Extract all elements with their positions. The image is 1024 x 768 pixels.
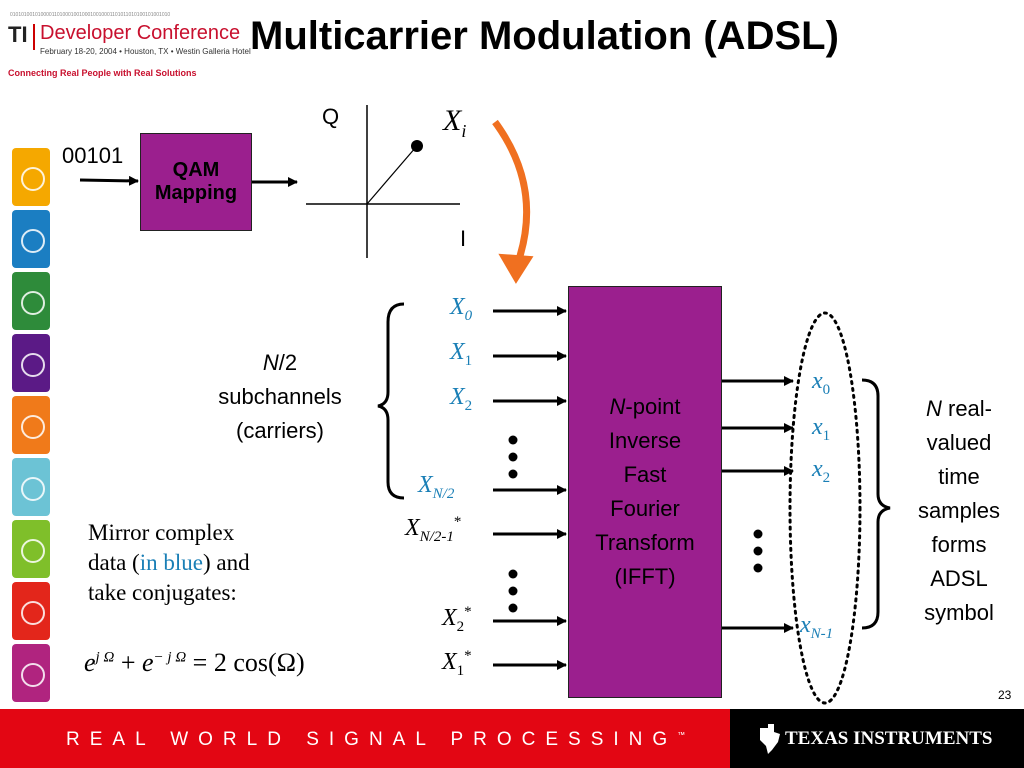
conference-name: Developer Conference [40,22,241,44]
slide-title: Multicarrier Modulation (ADSL) [250,14,839,58]
logo-divider [33,24,35,50]
recycle-icon [12,644,50,702]
orange-curve-arrow [492,119,531,270]
documents-icon [12,210,50,268]
footer-red-band [0,709,730,768]
qam-box-line1: QAM [172,159,220,181]
orange-arrow-head [498,253,534,284]
input-xn2-1-conj: XN/2-1* [405,514,462,545]
constellation-point-label: Xi [443,104,467,141]
subchannels-label: N/2 subchannels (carriers) [218,350,342,443]
qam-box-line2: Mapping [154,182,238,204]
right-brace [861,378,891,630]
conference-tagline: Connecting Real People with Real Solutio… [8,68,197,78]
input-x1: X1 [450,339,473,369]
output-x2: x2 [812,456,831,486]
input-bits: 00101 [62,143,124,168]
output-xn-1: xN-1 [800,612,834,642]
output-x1: x1 [812,414,831,444]
ti-brand-name: TEXAS INSTRUMENTS [785,728,993,749]
ifft-box: N-point Inverse Fast Fourier Transform (… [568,286,722,698]
input-x2-conj: X2* [442,604,472,635]
constellation-vector [366,146,417,205]
output-x0: x0 [812,368,831,398]
lock-icon [12,520,50,578]
head-icon [12,148,50,206]
bits-arrow [79,175,139,186]
input-xn2: XN/2 [418,472,455,502]
input-x1-conj: X1* [442,648,472,679]
wireless-icon [12,582,50,640]
q-axis-label: Q [322,104,340,129]
input-x2: X2 [450,384,473,414]
constellation-point [411,140,423,152]
output-dotted-ellipse [788,311,862,705]
euler-equation: ej Ω + e− j Ω = 2 cos(Ω) [84,648,305,677]
page-number: 23 [998,688,1012,702]
texas-state-logo-icon [760,724,780,754]
i-axis-label: I [460,226,467,251]
head-gear-icon [12,334,50,392]
conference-date: February 18-20, 2004 • Houston, TX • Wes… [40,47,251,56]
ti-logo-mark: TI [8,22,28,47]
footer-tagline: REAL WORLD SIGNAL PROCESSING™ [66,729,686,750]
idea-icon [12,272,50,330]
speech-icon [12,458,50,516]
qam-mapping-box: QAM Mapping [140,133,252,231]
left-brace [377,302,405,500]
samples-label: N real- valued time samples forms ADSL s… [918,396,1000,625]
input-x0: X0 [450,294,473,324]
logo-binary-strip: 0101010010100001101000100100010010001101… [10,12,171,18]
mirror-note: Mirror complex data (in blue) and take c… [88,520,250,605]
footer-black-band [730,709,1024,768]
signal-icon [12,396,50,454]
